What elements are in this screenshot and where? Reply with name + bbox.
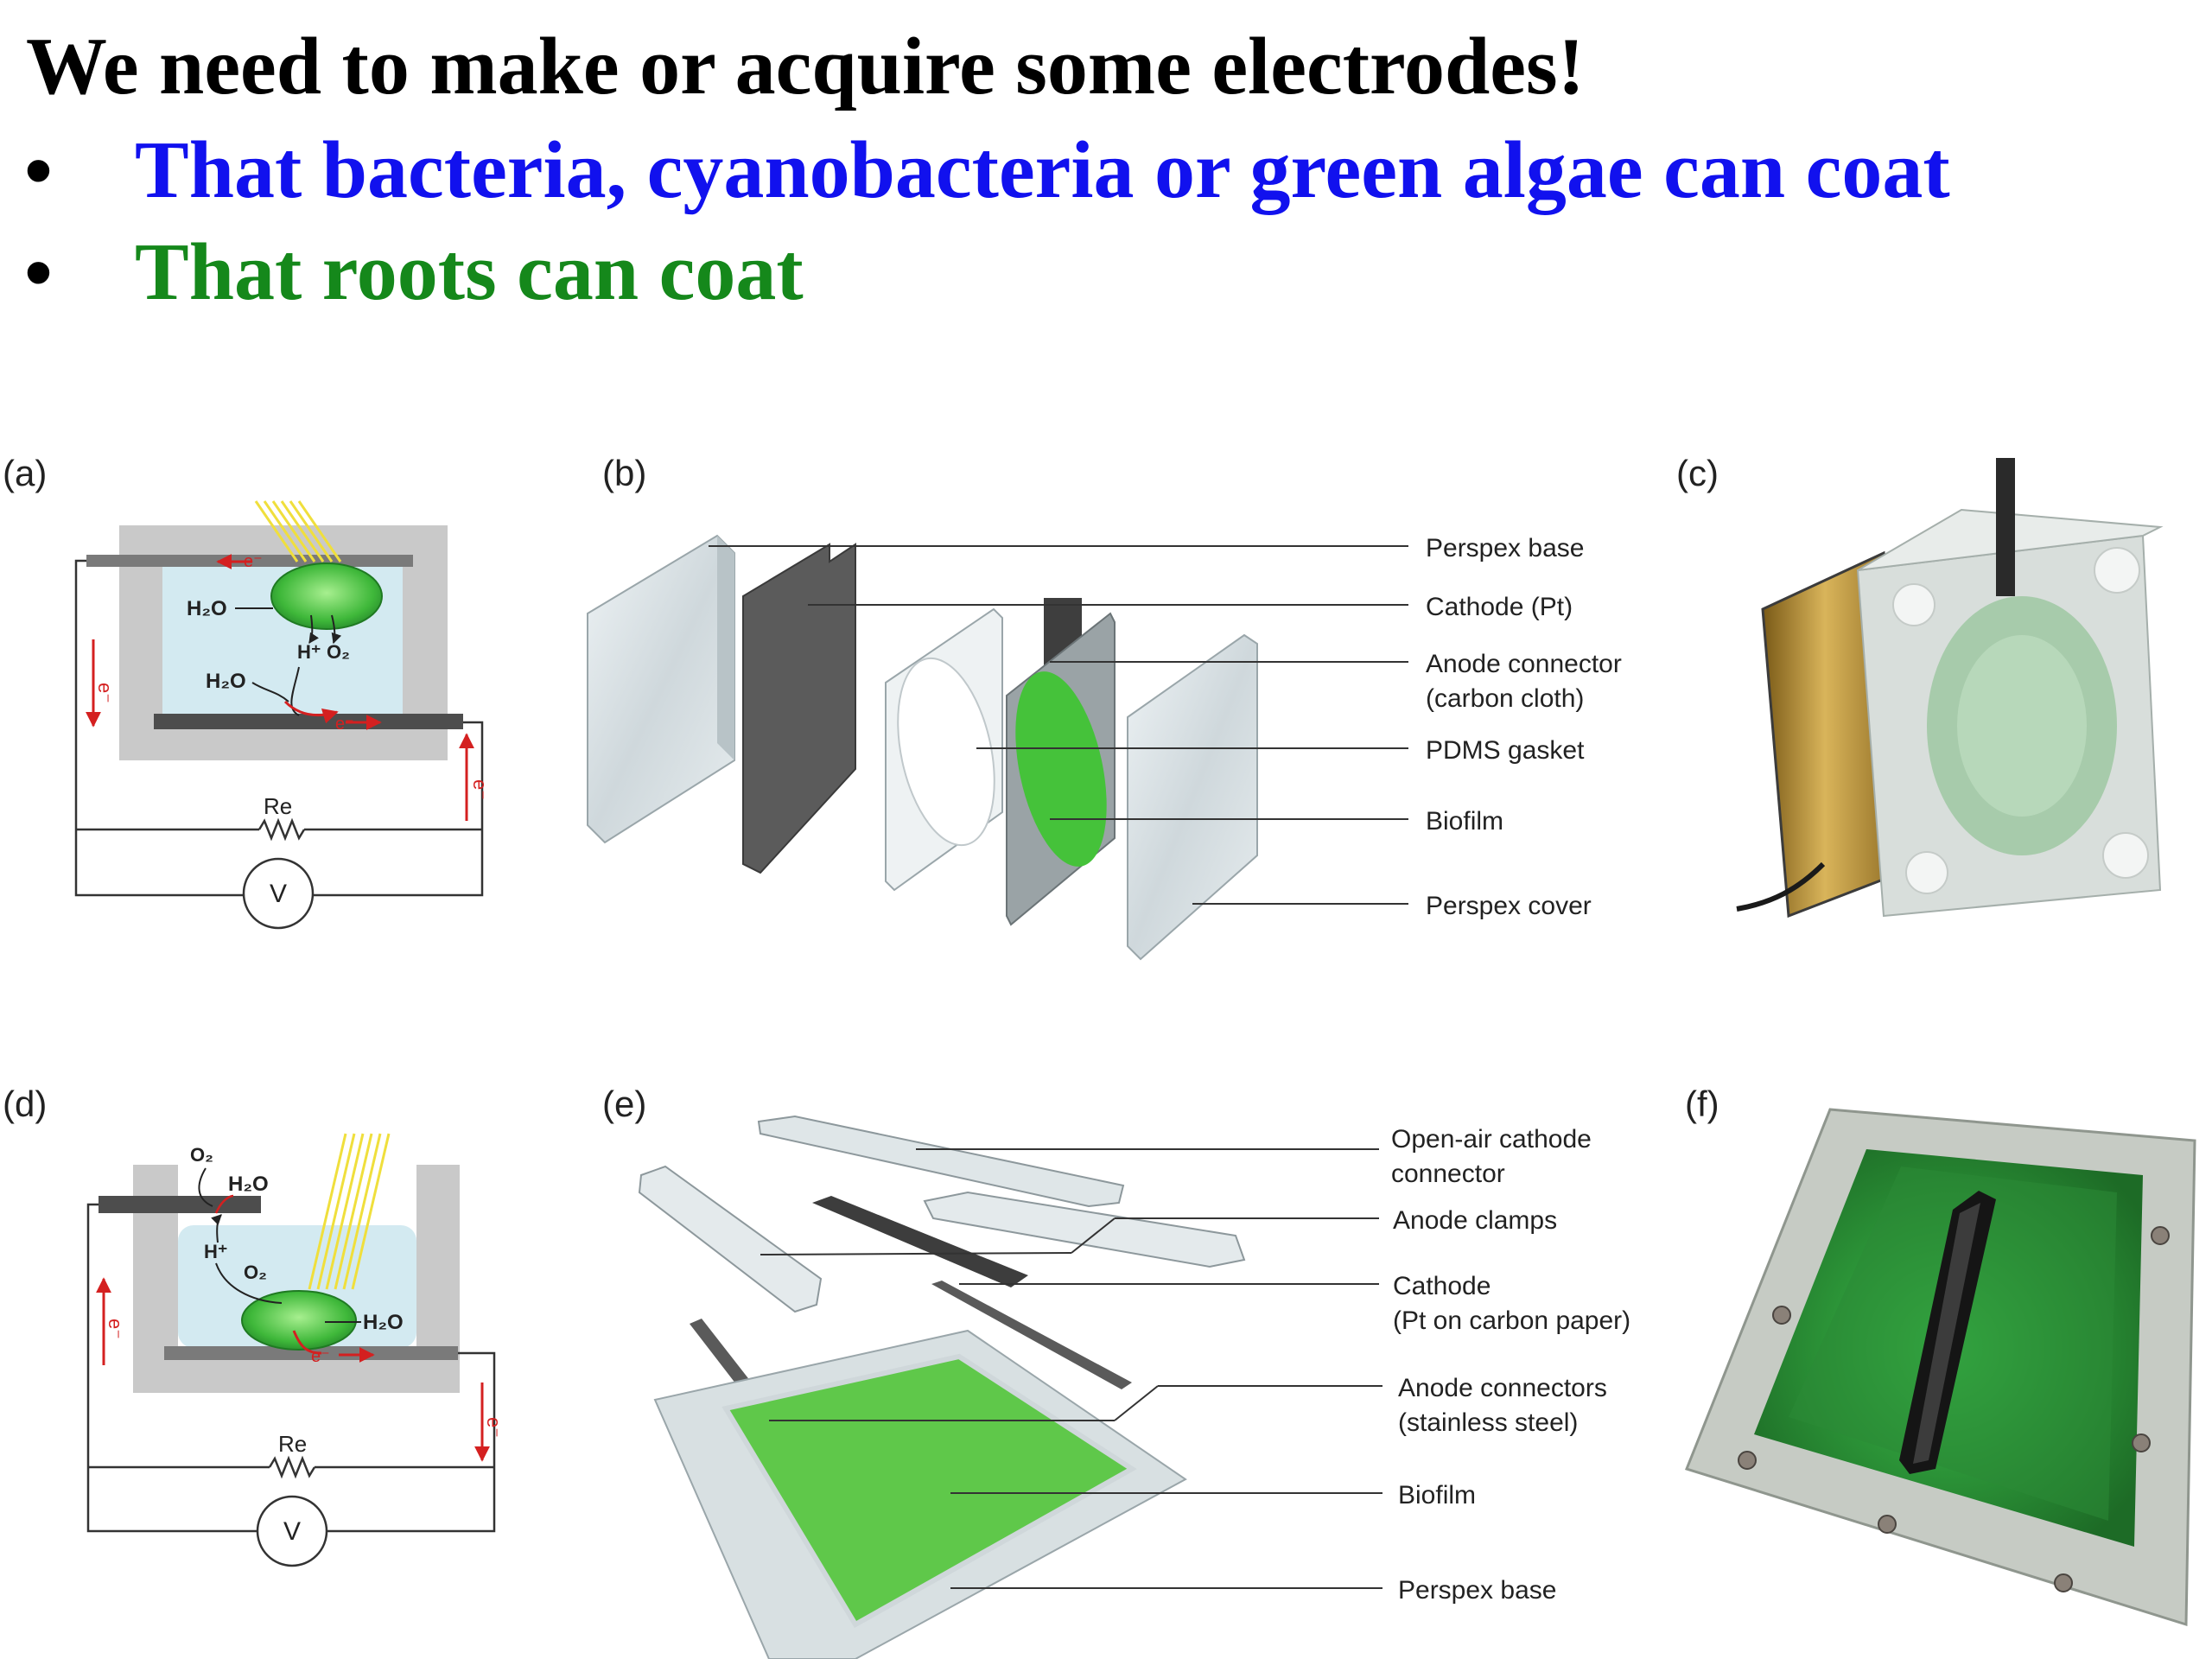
panel-label-a: (a): [3, 453, 47, 493]
oxygen-label: O₂: [327, 641, 350, 663]
proton-label: H⁺: [204, 1241, 228, 1262]
panel-d: (d) O₂ H₂O H⁺ O₂ H₂O e⁻ e⁻ e⁻: [3, 1084, 505, 1567]
anode-connector-strip: [931, 1281, 1132, 1389]
callout-biofilm: Biofilm: [1398, 1481, 1476, 1510]
oxygen-label: O₂: [190, 1144, 213, 1166]
bullet-text: That roots can coat: [135, 227, 804, 317]
electron-label: e⁻: [483, 1417, 505, 1438]
voltmeter: [242, 857, 315, 930]
callout-open-air-cathode: Open-air cathode: [1391, 1125, 1592, 1154]
open-housing: [133, 1165, 460, 1393]
electron-label: e⁻: [469, 779, 491, 800]
callout-anode-connectors: Anode connectors: [1398, 1374, 1607, 1402]
resistor-label: Re: [278, 1431, 307, 1457]
perspex-cover-plate: [1127, 633, 1258, 961]
biofilm-disc: [1015, 671, 1107, 867]
callout-stainless-steel: (stainless steel): [1398, 1408, 1578, 1437]
light-rays: [254, 500, 342, 563]
light-rays: [308, 1133, 391, 1290]
assembled-cell-photo: [1736, 458, 2164, 918]
algal-cell: [241, 1290, 357, 1351]
perspex-base-plate: [587, 534, 735, 844]
callout-carbon-cloth: (carbon cloth): [1426, 684, 1584, 713]
oxygen-label: O₂: [244, 1262, 267, 1283]
panel-a: (a) e⁻ H₂O H⁺ O₂ H₂O e⁻ e⁻: [3, 453, 491, 930]
panel-f: (f): [1685, 1084, 2196, 1627]
voltmeter-label: V: [283, 1517, 301, 1546]
device-figure: (a) e⁻ H₂O H⁺ O₂ H₂O e⁻ e⁻: [3, 453, 2196, 1659]
water-label: H₂O: [206, 670, 246, 693]
panel-label-b: (b): [602, 453, 646, 493]
medium: [178, 1225, 416, 1348]
water-label: H₂O: [363, 1311, 404, 1334]
electron-label: e⁻: [311, 1347, 330, 1366]
callout-cathode: Cathode: [1393, 1272, 1491, 1300]
callout-pt-on-carbon-paper: (Pt on carbon paper): [1393, 1306, 1630, 1335]
electron-label: e⁻: [335, 715, 354, 734]
open-air-device-photo: [1685, 1108, 2196, 1627]
bullet-marker: •: [24, 226, 53, 317]
callout-perspex-base: Perspex base: [1426, 534, 1584, 563]
callout-connector: connector: [1391, 1160, 1505, 1188]
cathode-strip: [812, 1196, 1028, 1287]
callout-perspex-cover: Perspex cover: [1426, 892, 1592, 920]
panel-c: (c): [1676, 453, 2164, 918]
voltmeter: [256, 1495, 328, 1567]
panel-e: (e) Open-air cathode connector Anode cla…: [602, 1084, 1630, 1659]
anode-clamp-right: [923, 1191, 1246, 1268]
panel-label-f: (f): [1685, 1084, 1719, 1124]
open-air-cathode-connector: [757, 1115, 1125, 1208]
panel-b: (b) Perspex base Cathode (Pt) Anode conn…: [587, 453, 1622, 961]
callout-cathode: Cathode (Pt): [1426, 593, 1573, 621]
anode-electrode: [154, 714, 463, 729]
electron-label: e⁻: [244, 552, 263, 571]
electron-label: e⁻: [105, 1319, 126, 1339]
callout-anode-connector: Anode connector: [1426, 650, 1622, 678]
callout-anode-clamps: Anode clamps: [1393, 1206, 1557, 1235]
bullet-text: That bacteria, cyanobacteria or green al…: [135, 125, 1950, 215]
water-label: H₂O: [187, 597, 227, 620]
callout-perspex-base: Perspex base: [1398, 1576, 1556, 1605]
cathode-plate: [742, 543, 856, 874]
proton-label: H⁺: [297, 641, 321, 663]
cathode-electrode: [99, 1196, 261, 1213]
voltmeter-label: V: [270, 880, 287, 908]
anode-clamp-left: [638, 1165, 823, 1313]
callout-lines: [709, 545, 1408, 905]
electron-label: e⁻: [94, 683, 116, 703]
water-label: H₂O: [228, 1173, 269, 1196]
biofilm-sheet: [721, 1353, 1137, 1629]
anode-electrode: [164, 1346, 458, 1360]
bullet-marker: •: [24, 124, 53, 215]
callout-lines: [760, 1148, 1382, 1589]
resistor-label: Re: [264, 793, 292, 819]
panel-label-e: (e): [602, 1084, 646, 1124]
panel-label-d: (d): [3, 1084, 47, 1124]
slide-title: We need to make or acquire some electrod…: [26, 22, 1585, 111]
callout-pdms-gasket: PDMS gasket: [1426, 736, 1585, 765]
panel-label-c: (c): [1676, 453, 1719, 493]
algal-cell: [270, 563, 383, 630]
callout-biofilm: Biofilm: [1426, 807, 1503, 836]
